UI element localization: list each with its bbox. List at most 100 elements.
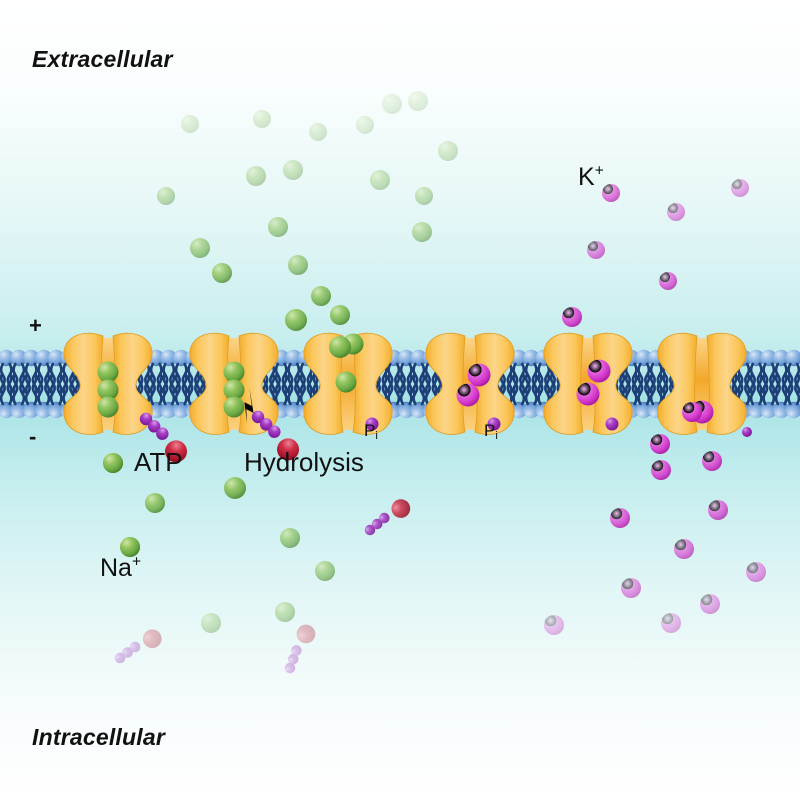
sodium-ion <box>190 238 210 258</box>
pump-subunit <box>474 332 515 435</box>
atp-molecule-free-1 <box>364 499 411 536</box>
potassium-ion <box>456 383 480 407</box>
pump-protein[interactable] <box>303 332 393 435</box>
sodium-ion <box>382 94 402 114</box>
adenosine-group <box>277 438 300 461</box>
hydrolysis-lightning-icon <box>244 387 254 424</box>
sodium-charge: + <box>131 553 142 571</box>
potassium-ion <box>682 402 702 422</box>
bound-potassium-ions <box>456 363 501 431</box>
bound-phosphate <box>605 417 619 431</box>
sodium-ion <box>253 110 271 128</box>
potassium-ion <box>587 241 605 259</box>
free-atp-molecules <box>114 387 411 674</box>
free-phosphate-molecule <box>742 427 752 437</box>
adenosine-group <box>165 440 188 463</box>
phosphate-group <box>147 420 161 433</box>
potassium-ion <box>708 500 728 520</box>
potassium-ion-label: K+ <box>578 163 604 192</box>
phosphate-group <box>379 512 390 524</box>
phosphate-symbol-1: P <box>364 421 376 440</box>
pump-subunit <box>303 332 344 435</box>
phosphate-group <box>284 662 296 674</box>
extracellular-region-label: Extracellular <box>32 46 173 72</box>
phosphate-group <box>251 410 265 424</box>
atp-label: ATP <box>134 447 183 477</box>
sodium-ion <box>329 336 351 358</box>
potassium-ions-extracellular <box>456 179 749 431</box>
pump-subunit <box>592 332 633 435</box>
phosphate-label-2: Pi <box>484 421 498 442</box>
atp-molecule-free-2 <box>114 629 162 664</box>
phosphate-group <box>139 412 153 426</box>
sodium-ion <box>224 477 246 499</box>
potassium-ion <box>650 434 670 454</box>
legend-ion-markers <box>103 184 620 557</box>
phosphate-group <box>364 524 376 536</box>
adenosine-group <box>391 499 411 518</box>
sodium-ion <box>246 166 266 186</box>
sodium-ion <box>201 613 221 633</box>
potassium-ion <box>674 539 694 559</box>
potassium-ion <box>661 613 681 633</box>
sodium-ion <box>311 286 331 306</box>
bound-sodium-ions <box>97 361 119 418</box>
sodium-ion <box>97 361 119 383</box>
bound-potassium-ions <box>576 359 619 431</box>
phosphate-symbol-2: P <box>484 421 496 440</box>
potassium-legend-dot <box>602 184 620 202</box>
sodium-ion <box>283 160 303 180</box>
bound-phosphate <box>365 417 379 431</box>
sodium-symbol: Na <box>100 554 132 582</box>
sodium-ion <box>145 493 165 513</box>
sodium-ion <box>268 217 288 237</box>
sodium-ion <box>285 309 307 331</box>
phosphate-subscript-1: i <box>375 430 378 442</box>
phosphate-group <box>371 518 383 530</box>
sodium-ion <box>280 528 300 548</box>
sodium-ion <box>223 379 245 401</box>
potassium-ion <box>667 203 685 221</box>
atp-molecule-bound-pump-1 <box>139 412 188 463</box>
sodium-ion <box>275 602 295 622</box>
sodium-ion <box>330 305 350 325</box>
adenosine-group <box>296 624 316 644</box>
potassium-ion <box>700 594 720 614</box>
phosphate-label-1: Pi <box>364 421 378 442</box>
potassium-ion <box>587 359 611 383</box>
pump-subunit <box>425 332 466 435</box>
potassium-ion <box>467 363 491 387</box>
potassium-ion <box>621 578 641 598</box>
sodium-ion <box>212 263 232 283</box>
sodium-ions-extracellular <box>97 91 458 431</box>
potassium-ions-intracellular <box>544 402 766 635</box>
adenosine-group <box>142 629 162 649</box>
sodium-ion <box>223 361 245 383</box>
membrane-inner-charge-label: - <box>29 424 37 449</box>
sodium-ion <box>412 222 432 242</box>
sodium-ion <box>408 91 428 111</box>
potassium-ion <box>651 460 671 480</box>
potassium-ion <box>544 615 564 635</box>
phosphate-group <box>156 427 169 440</box>
sodium-ion <box>356 116 374 134</box>
atp-molecule-free-3 <box>284 624 316 674</box>
sodium-ion <box>157 187 175 205</box>
atp-molecule-hydrolyzing-pump-2 <box>244 387 300 461</box>
phosphate-group <box>129 641 141 653</box>
potassium-ion <box>610 508 630 528</box>
sodium-ion <box>309 123 327 141</box>
potassium-ion <box>659 272 677 290</box>
phosphate-group <box>291 645 302 656</box>
phosphate-group <box>114 652 126 664</box>
potassium-symbol: K <box>578 163 595 191</box>
sodium-ion <box>315 561 335 581</box>
phosphate-subscript-2: i <box>495 430 498 442</box>
pump-subunit <box>543 332 584 435</box>
potassium-ion <box>702 451 722 471</box>
sodium-ion <box>97 379 119 401</box>
membrane-outer-charge-label: + <box>29 313 42 338</box>
hydrolysis-label: Hydrolysis <box>244 447 364 477</box>
